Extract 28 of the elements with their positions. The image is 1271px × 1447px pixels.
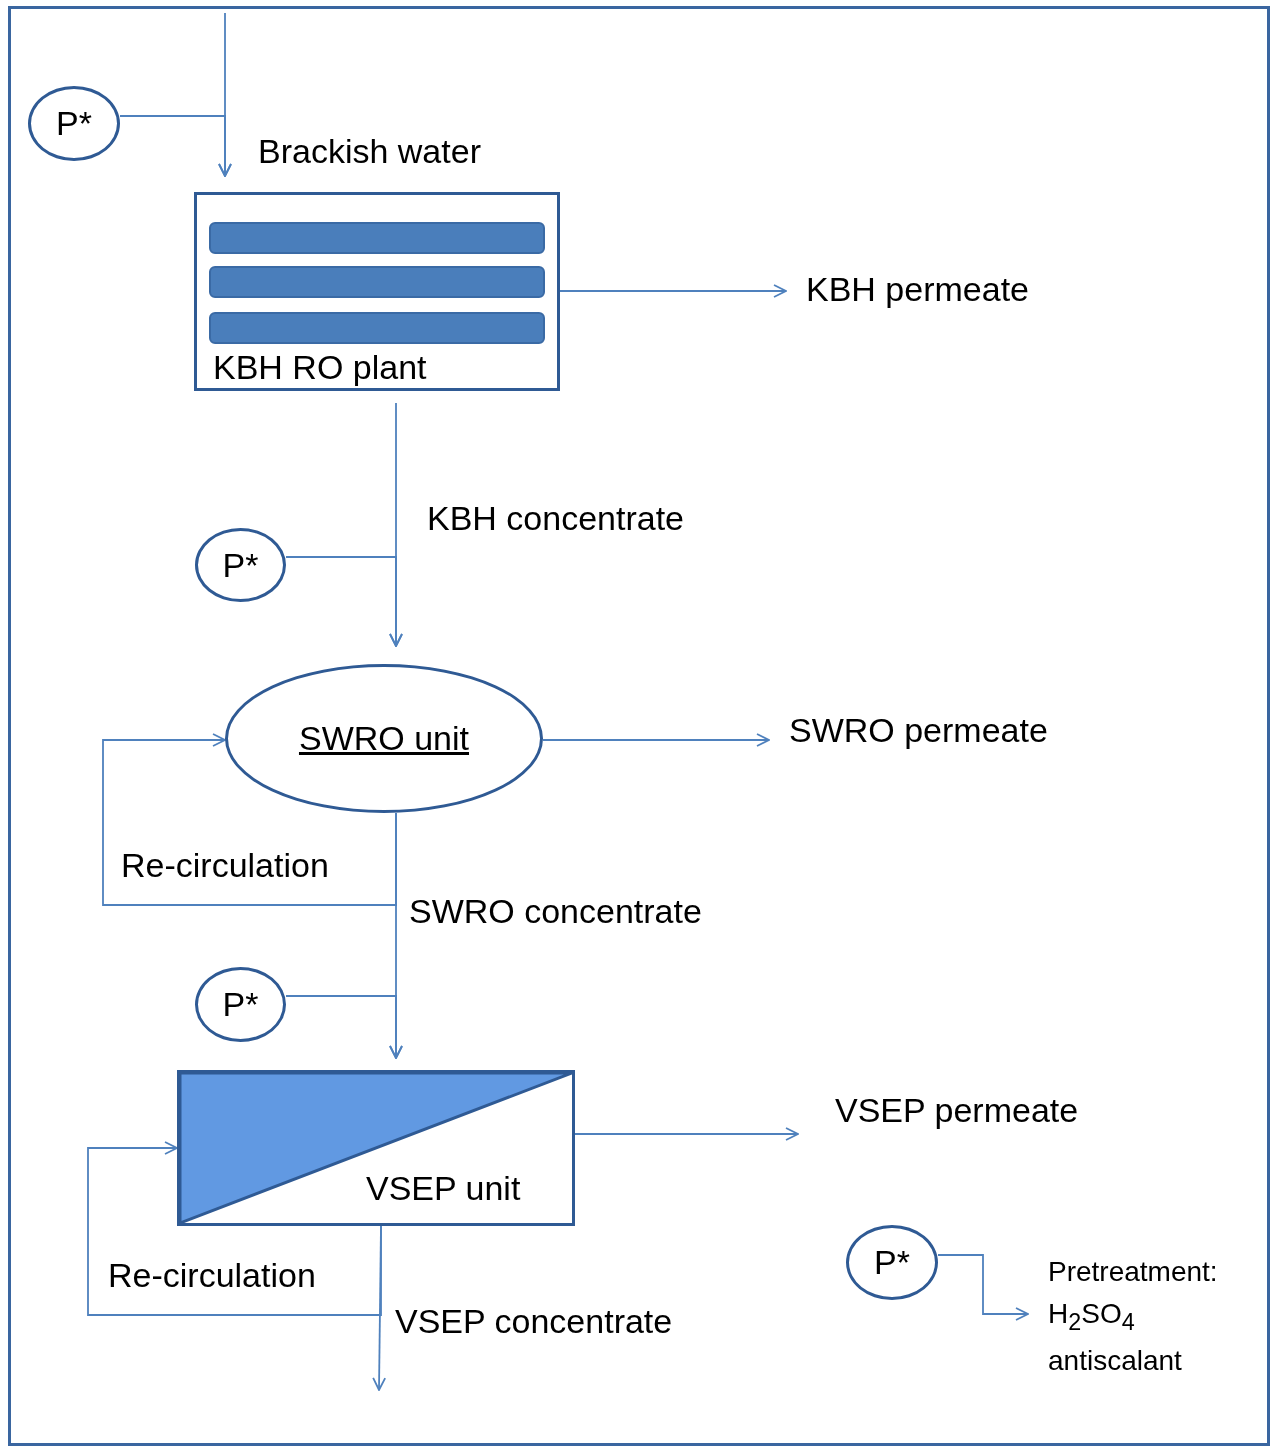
stream-label: VSEP permeate [835, 1090, 1079, 1131]
flow-arrow [102, 733, 397, 906]
stream-label: Pretreatment: H$_{2}$SO$_{4}$ antiscalant [1048, 1251, 1263, 1382]
circle-label: P* [874, 1242, 910, 1283]
edge-label: KBH concentrate [427, 498, 685, 539]
circle-label: P* [222, 984, 259, 1025]
unit-label: VSEP unit [366, 1168, 521, 1209]
flow-arrow [119, 115, 232, 177]
stream-label: KBH permeate [806, 269, 1029, 310]
stream-label: SWRO permeate [789, 710, 1048, 751]
edge-label: Re-circulation [121, 845, 329, 886]
edge-label: Re-circulation [108, 1255, 316, 1296]
plant-box [194, 192, 560, 391]
flow-arrow [542, 733, 770, 747]
unit-label: KBH RO plant [213, 347, 427, 388]
flow-arrow [574, 1127, 799, 1141]
circle-label: P* [56, 103, 92, 144]
circle-label: P* [222, 544, 259, 586]
flow-arrow [285, 556, 403, 647]
edge-label: SWRO concentrate [409, 891, 702, 932]
unit-label: SWRO unit [298, 718, 469, 759]
edge-label: VSEP concentrate [395, 1301, 673, 1342]
flow-arrow [87, 1141, 382, 1316]
flow-arrow [285, 995, 403, 1059]
flow-arrow [559, 284, 787, 298]
flow-arrow [372, 1225, 387, 1391]
flow-arrow [937, 1254, 1029, 1321]
edge-label: Brackish water [258, 131, 481, 172]
